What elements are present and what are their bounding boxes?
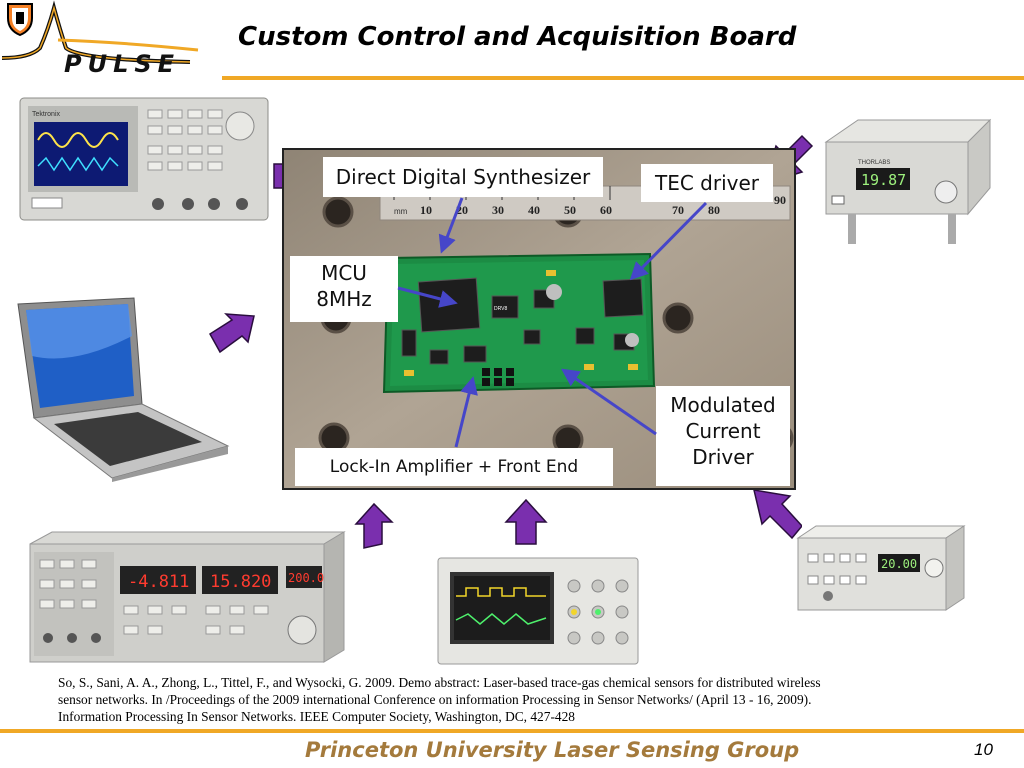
citation-line: So, S., Sani, A. A., Zhong, L., Tittel, … [58, 675, 821, 690]
pointer-mcd [561, 368, 657, 436]
title-rule [222, 76, 1024, 80]
function-generator-image: Tektronix [18, 96, 270, 224]
lockin-amplifier-image: -4.811 15.820 200.0 [24, 530, 346, 666]
callout-modulated-current-driver: Modulated Current Driver [656, 386, 790, 486]
callout-lockin-amplifier-front-end: Lock-In Amplifier + Front End [295, 448, 613, 486]
lockin-readout-x: -4.811 [128, 572, 189, 592]
princeton-shield-pulse-logo-icon: PULSE [1, 0, 199, 78]
ruler-number: 60 [600, 203, 612, 217]
arrow-from-lockin-amplifier-icon [354, 502, 394, 549]
callout-mcd-line1: Modulated [670, 393, 776, 417]
citation: So, S., Sani, A. A., Zhong, L., Tittel, … [58, 674, 978, 725]
tec-controller-brand: THORLABS [858, 160, 890, 166]
callout-mcu: MCU 8MHz [290, 256, 398, 322]
ruler-number: 50 [564, 203, 576, 217]
footer-rule [0, 729, 1024, 733]
callout-mcu-line1: MCU [321, 261, 367, 285]
pointer-dds [438, 197, 464, 254]
callout-direct-digital-synthesizer: Direct Digital Synthesizer [323, 157, 603, 197]
ruler-number: 70 [672, 203, 684, 217]
chip-label: DRV8 [494, 306, 507, 312]
ruler-number: 40 [528, 203, 540, 217]
ruler-number: 90 [774, 193, 786, 207]
page-number: 10 [974, 740, 993, 759]
pointer-lockin [454, 376, 478, 448]
callout-mcd-line2: Current [685, 419, 761, 443]
pulse-logo: PULSE [0, 0, 200, 78]
pointer-tec [629, 201, 708, 281]
citation-line: sensor networks. In /Proceedings of the … [58, 692, 812, 707]
callout-mcd-line3: Driver [692, 445, 754, 469]
footer-group-name: Princeton University Laser Sensing Group [305, 738, 800, 762]
citation-line: Information Processing In Sensor Network… [58, 709, 575, 724]
ruler-number: 30 [492, 203, 504, 217]
tec-controller-display: 19.87 [861, 171, 906, 189]
arrow-from-laptop-icon [209, 313, 255, 354]
arrow-from-oscilloscope-icon [504, 498, 548, 545]
logo-text: PULSE [64, 50, 180, 78]
current-source-image: 20.00 [794, 524, 966, 614]
pointer-mcu [397, 286, 458, 308]
ruler-unit: mm [394, 207, 408, 216]
function-generator-brand: Tektronix [32, 111, 61, 118]
callout-mcu-line2: 8MHz [316, 287, 372, 311]
slide-title: Custom Control and Acquisition Board [238, 22, 797, 52]
laptop-image [14, 296, 230, 482]
arrow-from-current-source-icon [753, 489, 802, 540]
ruler-number: 80 [708, 203, 720, 217]
lockin-readout-ref: 200.0 [288, 571, 324, 585]
callout-tec-driver: TEC driver [641, 164, 773, 202]
current-source-display: 20.00 [881, 557, 917, 571]
ruler-number: 10 [420, 203, 432, 217]
oscilloscope-image [436, 556, 640, 666]
lockin-readout-y: 15.820 [210, 572, 271, 592]
tec-controller-image: 19.87 THORLABS [818, 116, 994, 250]
